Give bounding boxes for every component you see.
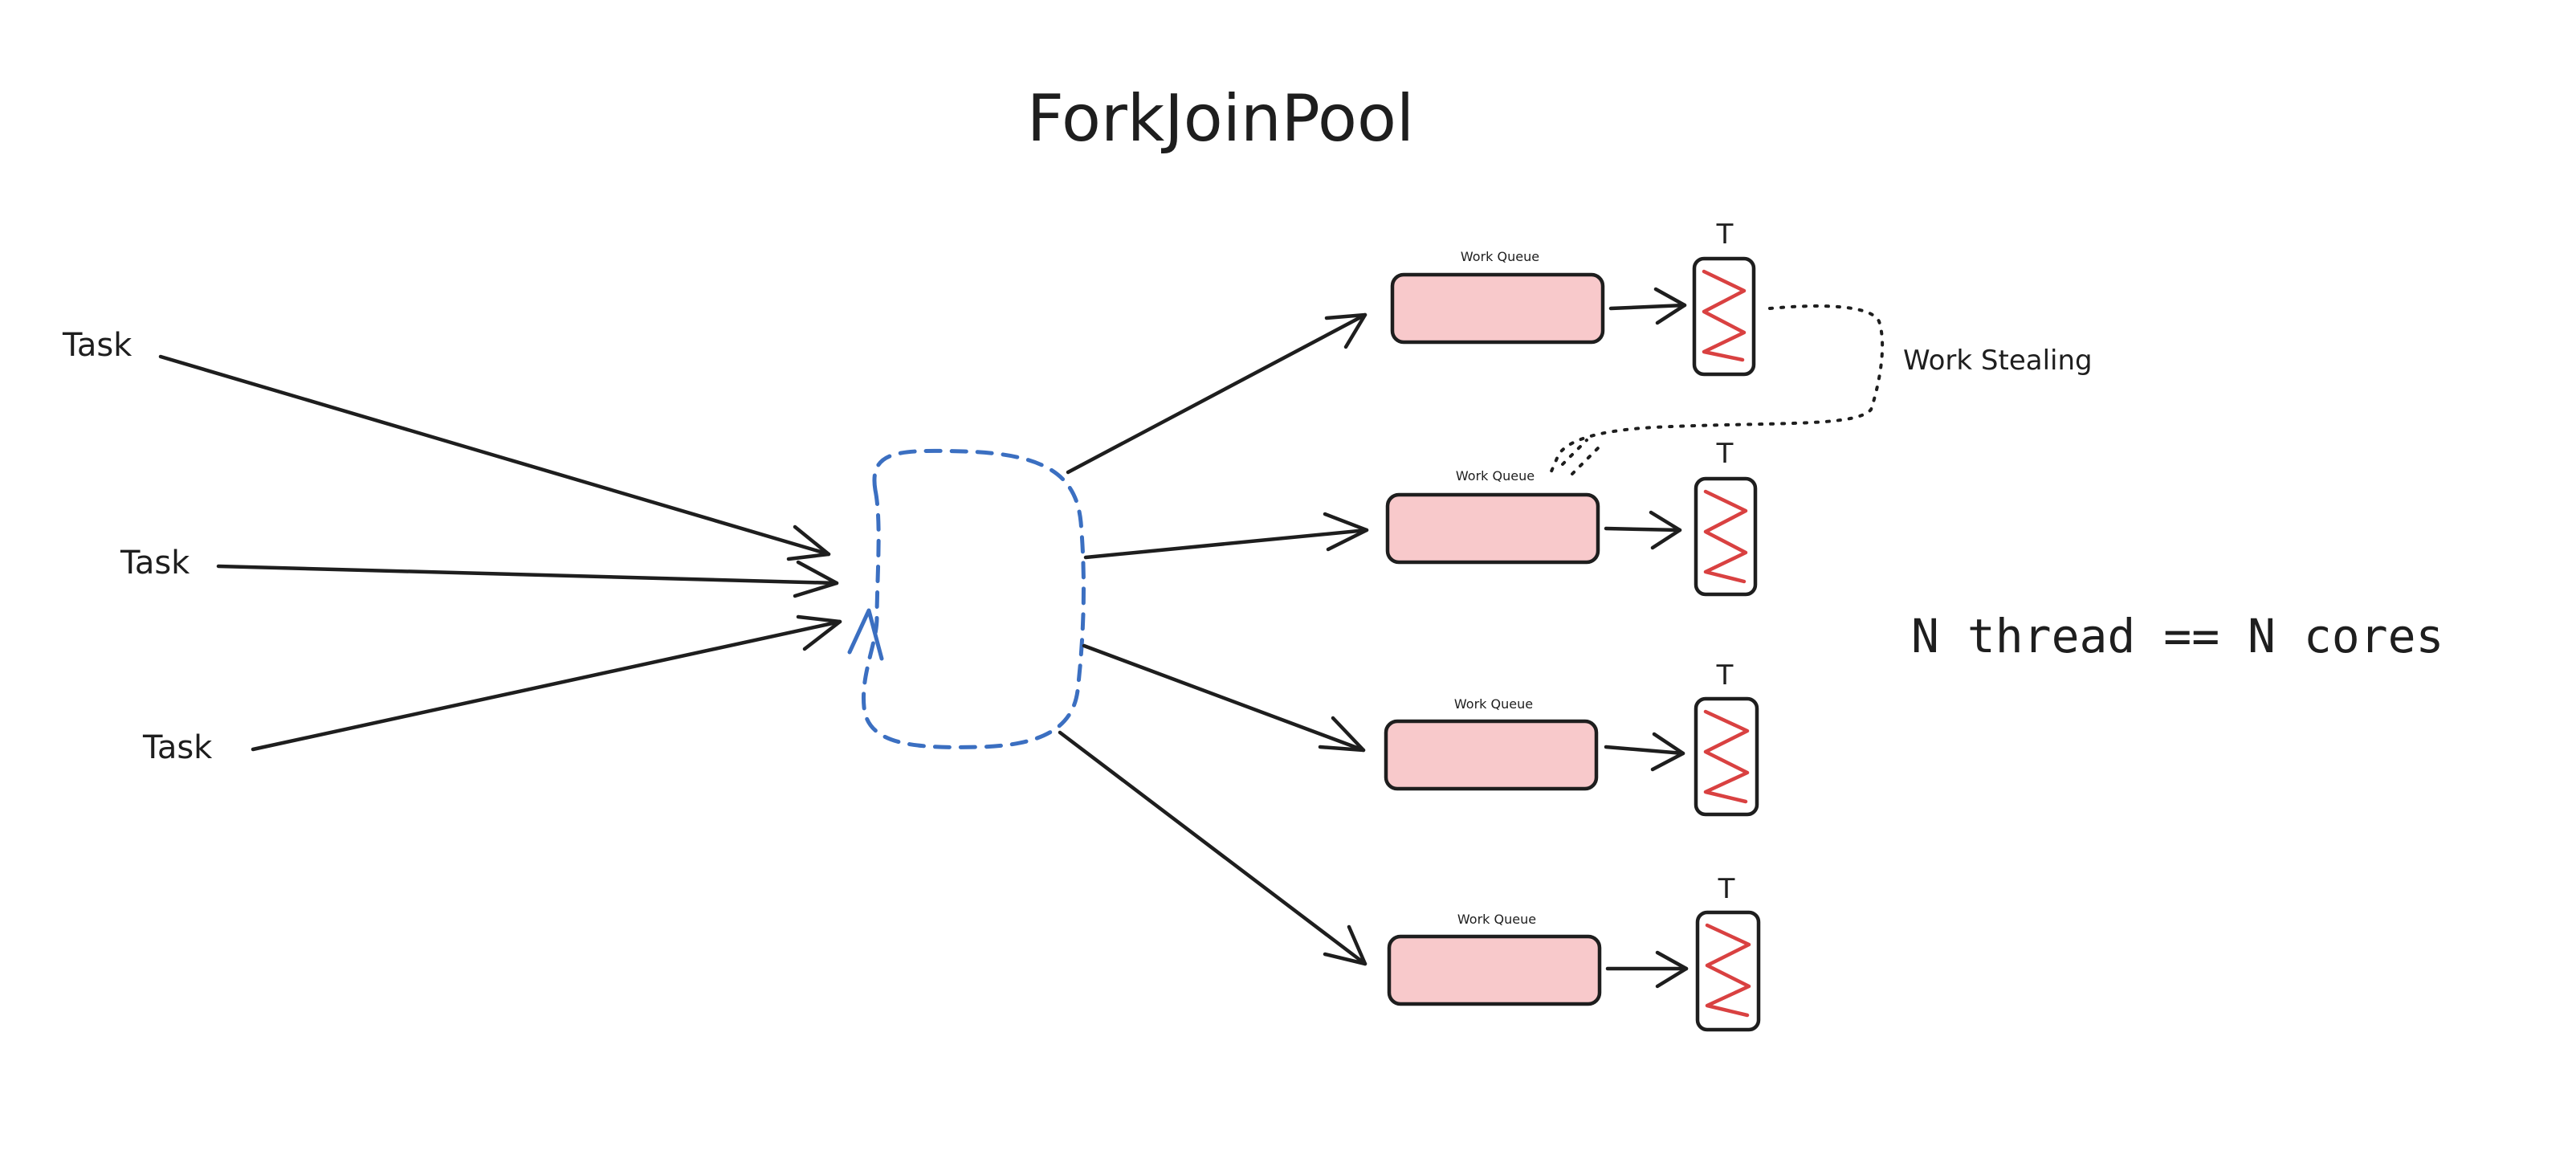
thread-wave-4 — [1705, 923, 1751, 1018]
pool-recursion-arrow — [847, 608, 884, 661]
thread-label-2: T — [1716, 438, 1734, 470]
task-arrow-3 — [251, 614, 842, 752]
thread-label-3: T — [1716, 659, 1734, 692]
dispatch-arrow-2 — [1083, 512, 1369, 560]
thread-wave-3 — [1703, 709, 1750, 804]
work-queue-4 — [1387, 934, 1602, 1006]
task-label-1: Task — [62, 327, 132, 364]
work-queue-label-4: Work Queue — [1457, 912, 1536, 927]
work-queue-2 — [1385, 492, 1600, 565]
queue-row-2: Work Queue T — [1385, 438, 1758, 597]
dispatch-arrow-4 — [1058, 730, 1367, 966]
thread-wave-2 — [1703, 489, 1748, 584]
queue-row-3: Work Queue T — [1384, 659, 1759, 817]
thread-core-formula: N thread == N cores — [1911, 609, 2444, 663]
queue-to-thread-arrow-4 — [1605, 950, 1689, 989]
task-label-3: Task — [142, 729, 213, 766]
work-queue-1 — [1390, 272, 1605, 345]
work-stealing-path — [1548, 304, 1885, 477]
task-arrow-1 — [158, 354, 831, 561]
thread-label-1: T — [1716, 218, 1734, 251]
work-queue-label-1: Work Queue — [1461, 249, 1539, 264]
dispatch-arrow-3 — [1082, 643, 1366, 753]
task-label-2: Task — [120, 545, 190, 582]
queue-to-thread-arrow-1 — [1608, 287, 1687, 325]
queue-row-1: Work Queue T — [1390, 218, 1756, 377]
dispatch-arrow-1 — [1066, 312, 1367, 475]
work-queue-label-2: Work Queue — [1456, 468, 1535, 484]
pool-shape — [861, 448, 1086, 749]
queue-to-thread-arrow-3 — [1604, 732, 1685, 772]
thread-wave-1 — [1702, 269, 1747, 362]
queue-to-thread-arrow-2 — [1604, 510, 1682, 550]
work-queue-label-3: Work Queue — [1454, 696, 1533, 712]
thread-label-4: T — [1718, 873, 1735, 905]
work-queue-3 — [1384, 719, 1599, 791]
diagram-title: ForkJoinPool — [1027, 81, 1414, 156]
task-arrow-2 — [216, 560, 839, 598]
queue-row-4: Work Queue T — [1387, 873, 1761, 1032]
work-stealing-label: Work Stealing — [1903, 345, 2093, 377]
